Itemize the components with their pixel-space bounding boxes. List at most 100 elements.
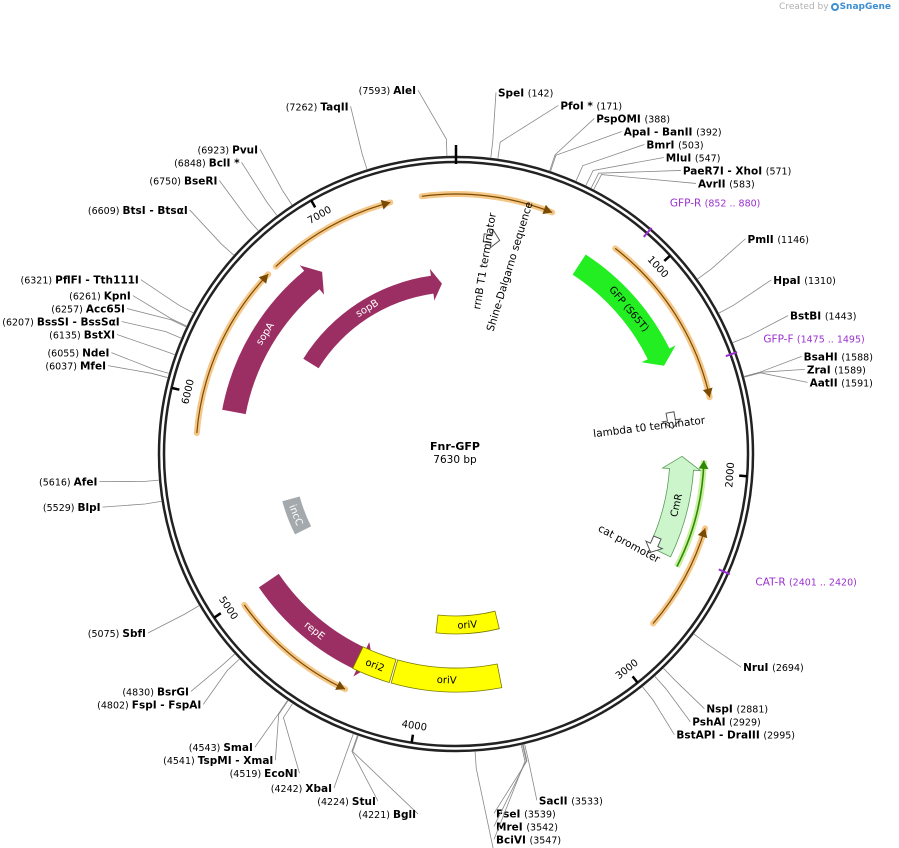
primer-mark-cat-r xyxy=(718,568,731,576)
site-connector-bstapi-draiii xyxy=(641,686,675,735)
plasmid-length: 7630 bp xyxy=(433,454,477,466)
site-label-tspmi-xmai: (4541) TspMI - XmaI xyxy=(163,755,273,767)
tick-label-3000: 3000 xyxy=(614,658,641,682)
tick-2000 xyxy=(739,474,748,478)
primer-label-gfp-f: GFP-F (1475 .. 1495) xyxy=(763,334,864,346)
site-label-bsssi-bsss-i: (6207) BssSI - BssSαI xyxy=(2,317,119,329)
site-label-paer7i-xhoi: PaeR7I - XhoI (571) xyxy=(683,165,791,177)
site-connector-paer7i-xhoi xyxy=(590,170,681,189)
site-connector-spei xyxy=(490,92,497,159)
feature-incc xyxy=(282,496,312,535)
plasmid-name: Fnr-GFP xyxy=(430,440,480,453)
site-connector-bsahi xyxy=(743,355,802,377)
site-label-bmri: BmrI (503) xyxy=(646,139,703,151)
site-label-pspomi: PspOMI (388) xyxy=(596,113,670,125)
tick-4000 xyxy=(410,734,415,743)
orf-arrow-head xyxy=(697,528,708,539)
tick-5000 xyxy=(213,612,222,619)
primer-label-cat-r: CAT-R (2401 .. 2420) xyxy=(755,576,856,588)
site-label-mrei: MreI (3542) xyxy=(496,821,558,833)
site-connector-bmri xyxy=(575,144,645,182)
site-connector-aatii xyxy=(743,372,808,383)
site-connector-acc65i xyxy=(126,308,187,328)
site-connector-alei xyxy=(417,89,448,157)
site-connector-bstxi xyxy=(116,334,176,356)
site-connector-pmli xyxy=(697,238,746,280)
credit-brand: SnapGene xyxy=(839,2,891,12)
site-label-aatii: AatII (1591) xyxy=(810,377,873,389)
feature-oriv xyxy=(390,659,503,693)
site-label-bstbi: BstBI (1443) xyxy=(790,311,856,323)
site-label-ndei: (6055) NdeI xyxy=(47,348,109,360)
hollow-arrow-rrnb-t1-terminator xyxy=(482,228,501,250)
site-label-avrii: AvrII (583) xyxy=(698,178,755,190)
site-label-taqii: (7262) TaqII xyxy=(286,101,349,113)
site-connector-nrui xyxy=(693,633,742,668)
site-connector-xbai xyxy=(333,733,354,789)
site-label-acc65i: (6257) Acc65I xyxy=(51,304,125,316)
site-label-nrui: NruI (2694) xyxy=(743,662,804,674)
site-label-xbai: (4242) XbaI xyxy=(271,783,332,795)
site-connector-blpi xyxy=(102,500,162,508)
site-connector-sacii xyxy=(524,743,538,801)
orf-arrow-head xyxy=(335,680,346,690)
hollow-feature-arrows xyxy=(482,228,682,553)
tick-6000 xyxy=(171,386,180,391)
site-connector-stui xyxy=(351,735,379,802)
tick-label-6000: 6000 xyxy=(180,378,196,405)
site-connector-pfoi xyxy=(497,105,559,160)
backbone xyxy=(157,145,755,753)
site-label-stui: (4224) StuI xyxy=(317,796,376,808)
tick-label-4000: 4000 xyxy=(401,719,428,734)
feature-repe xyxy=(258,573,374,677)
site-label-spei: SpeI (142) xyxy=(498,87,553,99)
site-connector-pshai xyxy=(654,675,691,722)
site-connector-pflfi-tth111i xyxy=(140,279,194,314)
site-label-bstapi-draiii: BstAPI - DraIII (2995) xyxy=(676,730,795,742)
site-label-nspi: NspI (2881) xyxy=(706,704,768,716)
site-label-btsi-bts-i: (6609) BtsI - BtsαI xyxy=(88,205,188,217)
orf-arc xyxy=(614,247,711,398)
site-label-blpi: (5529) BlpI xyxy=(43,502,101,514)
site-connector-pvui xyxy=(259,149,293,206)
orf-arc xyxy=(275,201,391,268)
tick-7000 xyxy=(310,199,317,208)
feature-label-oriv: oriV xyxy=(437,675,457,687)
site-label-bsahi: BsaHI (1588) xyxy=(804,351,873,363)
hollow-arrow-cat-promoter xyxy=(644,535,664,553)
primer-mark-gfp-f xyxy=(725,351,738,358)
site-label-bsrgi: (4830) BsrGI xyxy=(122,686,189,698)
site-label-fspi-fspai: (4802) FspI - FspAI xyxy=(97,699,201,711)
site-label-pflfi-tth111i: (6321) PflFI - Tth111I xyxy=(21,275,139,287)
site-connector-bsrgi xyxy=(190,653,236,692)
site-label-sbfi: (5075) SbfI xyxy=(88,628,146,640)
site-label-mlui: MluI (547) xyxy=(666,152,721,164)
site-connector-kpni xyxy=(132,295,187,327)
feature-sopa xyxy=(222,265,324,415)
site-connector-zrai xyxy=(743,368,805,378)
site-connector-mrei xyxy=(493,744,527,827)
feature-label-cmr: CmR xyxy=(669,493,685,519)
feature-sopb xyxy=(303,268,442,369)
site-connector-fsei xyxy=(493,744,528,814)
site-connector-avrii xyxy=(593,174,697,190)
site-label-smai: (4543) SmaI xyxy=(189,742,253,754)
site-connector-tspmi-xmai xyxy=(274,700,289,761)
site-label-fsei: FseI (3539) xyxy=(496,808,556,820)
site-connector-mlui xyxy=(585,157,664,186)
site-label-alei: (7593) AleI xyxy=(359,85,416,97)
site-connector-afei xyxy=(99,479,160,482)
site-connector-mfei xyxy=(107,365,169,379)
site-label-econi: (4519) EcoNI xyxy=(230,768,298,780)
tick-label-5000: 5000 xyxy=(216,595,239,622)
site-label-sacii: SacII (3533) xyxy=(539,795,603,807)
cmr-orf-arc xyxy=(676,460,705,567)
feature-label-oriv: oriV xyxy=(457,619,478,631)
site-connector-pspomi xyxy=(549,118,595,172)
site-connector-ndei xyxy=(111,352,170,374)
site-label-pvui: (6923) PvuI xyxy=(198,144,259,156)
snapgene-logo-icon xyxy=(830,2,839,11)
site-label-mfei: (6037) MfeI xyxy=(45,361,106,373)
side-label-lambda-t0-terminator: lambda t0 terminator xyxy=(593,414,707,440)
